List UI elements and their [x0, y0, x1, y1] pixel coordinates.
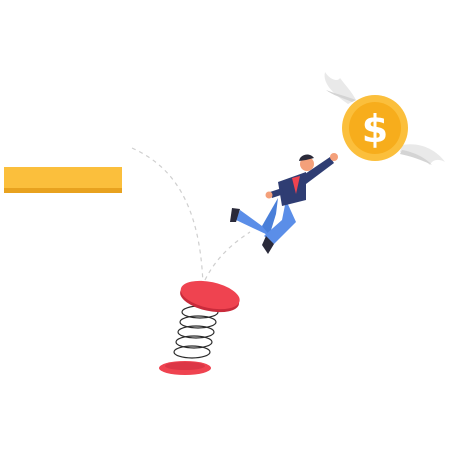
trajectory-path-jump: [204, 231, 251, 281]
dollar-sign-icon: $: [362, 107, 388, 151]
wing-icon: [324, 72, 356, 104]
platform-icon: [4, 167, 122, 193]
coin-icon: $: [324, 72, 445, 165]
wing-icon: [400, 144, 445, 165]
businessman-icon: [230, 153, 338, 254]
spring-icon: [159, 280, 240, 375]
trajectory-path-fall: [131, 147, 204, 286]
